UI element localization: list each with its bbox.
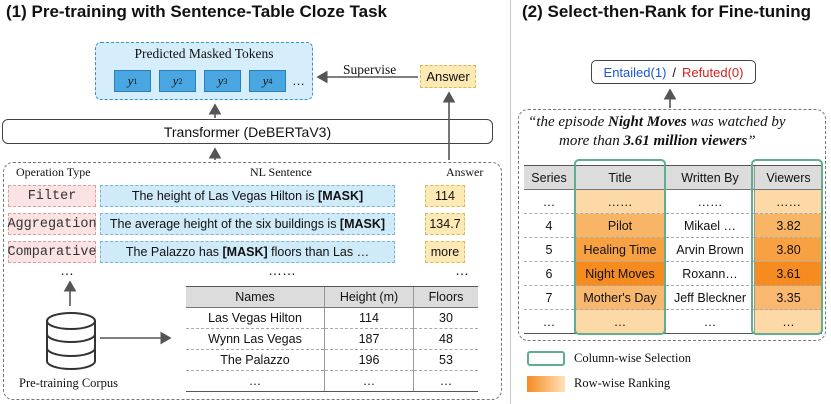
answer-aggregation: 134.7 [425, 213, 465, 235]
pretraining-corpus-label: Pre-training Corpus [19, 376, 118, 390]
panel-divider [510, 0, 511, 404]
nl-sentence-aggregation: The average height of the six buildings … [100, 213, 395, 235]
left-arrows [63, 70, 456, 345]
col-header: Written By [665, 166, 755, 190]
answer-box: Answer [420, 65, 476, 88]
right-panel-title: (2) Select-then-Rank for Fine-tuning [522, 2, 811, 21]
col-header: Title [574, 166, 666, 190]
pretraining-data-container [3, 162, 502, 400]
supervise-label: Supervise [343, 62, 397, 77]
title-column-selection [574, 159, 666, 335]
token-ellipsis: … [292, 73, 305, 88]
label-box: Entailed(1) / Refuted(0) [591, 60, 756, 84]
claim-line-1: “the episode Night Moves was watched by [528, 114, 786, 130]
op-aggregation: Aggregation [7, 213, 97, 235]
answer-filter: 114 [425, 185, 465, 207]
nl-sentence-comparative: The Palazzo has [MASK] floors than Las … [100, 241, 395, 263]
episodes-table: Series Title Written By Viewers ………………… … [524, 165, 822, 334]
table-row: ………… [524, 309, 822, 333]
table-row: ……… [186, 370, 478, 391]
entailed-label: Entailed(1) [603, 64, 667, 80]
legend-column-swatch [527, 351, 565, 366]
finetune-container [518, 109, 826, 341]
col-header: Height (m) [324, 287, 414, 308]
col-header: Floors [413, 287, 478, 308]
right-arrow [663, 88, 677, 108]
slash: / [672, 64, 677, 80]
answer-comparative: more [425, 241, 465, 263]
dots-op: … [60, 262, 74, 278]
col-header: Viewers [754, 166, 822, 190]
op-comparative: Comparative [7, 241, 97, 263]
legend-row-label: Row-wise Ranking [574, 376, 671, 390]
refuted-label: Refuted(0) [682, 64, 744, 80]
transformer-box: Transformer (DeBERTaV3) [2, 119, 493, 144]
header-answer: Answer [446, 165, 484, 179]
col-header: Series [524, 166, 575, 190]
legend-row-swatch [527, 376, 565, 392]
dots-ans: … [455, 262, 469, 278]
col-header: Names [186, 287, 325, 308]
claim-line-2: more than 3.61 million viewers” [559, 133, 756, 149]
header-nl-sentence: NL Sentence [250, 165, 312, 179]
header-operation-type: Operation Type [16, 165, 91, 179]
predicted-tokens-label: Predicted Masked Tokens [134, 46, 274, 61]
legend-column-label: Column-wise Selection [574, 351, 691, 365]
database-icon [46, 312, 96, 370]
viewers-column-selection [751, 159, 823, 335]
nl-sentence-filter: The height of Las Vegas Hilton is [MASK] [100, 185, 395, 207]
left-panel-title: (1) Pre-training with Sentence-Table Clo… [6, 2, 387, 21]
buildings-table: Names Height (m) Floors Las Vegas Hilton… [186, 286, 478, 392]
dots-nl: …… [268, 262, 296, 278]
op-filter: Filter [8, 185, 96, 207]
